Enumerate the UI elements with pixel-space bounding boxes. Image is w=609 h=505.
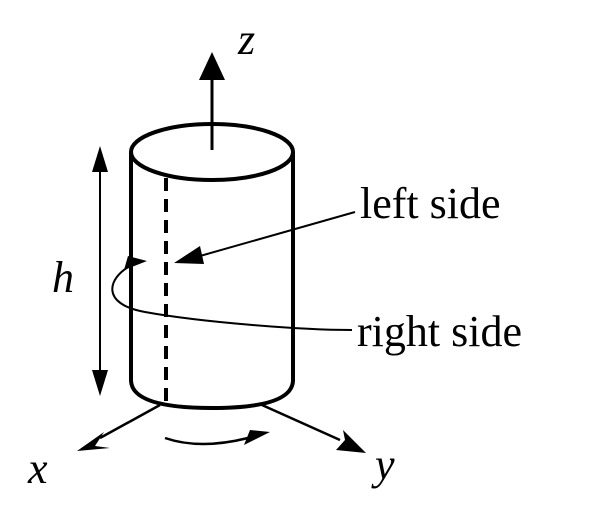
z-axis-label: z bbox=[238, 15, 256, 64]
rotation-arrowhead bbox=[244, 430, 270, 445]
left-side-pointer-line bbox=[199, 211, 356, 257]
y-axis-arrowhead bbox=[336, 430, 366, 453]
right-side-label: right side bbox=[357, 307, 522, 356]
y-axis-label: y bbox=[375, 440, 395, 489]
height-arrowhead-bottom bbox=[92, 370, 108, 396]
left-side-pointer-arrowhead bbox=[174, 246, 204, 264]
rotation-arc bbox=[164, 436, 249, 446]
y-axis-line bbox=[261, 403, 341, 442]
right-side-pointer-curve bbox=[111, 265, 353, 331]
cylinder-bottom-arc bbox=[129, 379, 295, 411]
right-side-pointer-arrowhead bbox=[124, 256, 147, 270]
x-axis-line bbox=[99, 403, 161, 440]
x-axis-arrowhead bbox=[77, 432, 110, 451]
z-axis-arrowhead bbox=[199, 52, 225, 80]
x-axis-label: x bbox=[28, 444, 48, 493]
left-side-label: left side bbox=[360, 179, 501, 228]
cylinder-top-ellipse bbox=[129, 122, 295, 182]
height-label: h bbox=[52, 253, 74, 302]
height-arrowhead-top bbox=[92, 146, 108, 172]
